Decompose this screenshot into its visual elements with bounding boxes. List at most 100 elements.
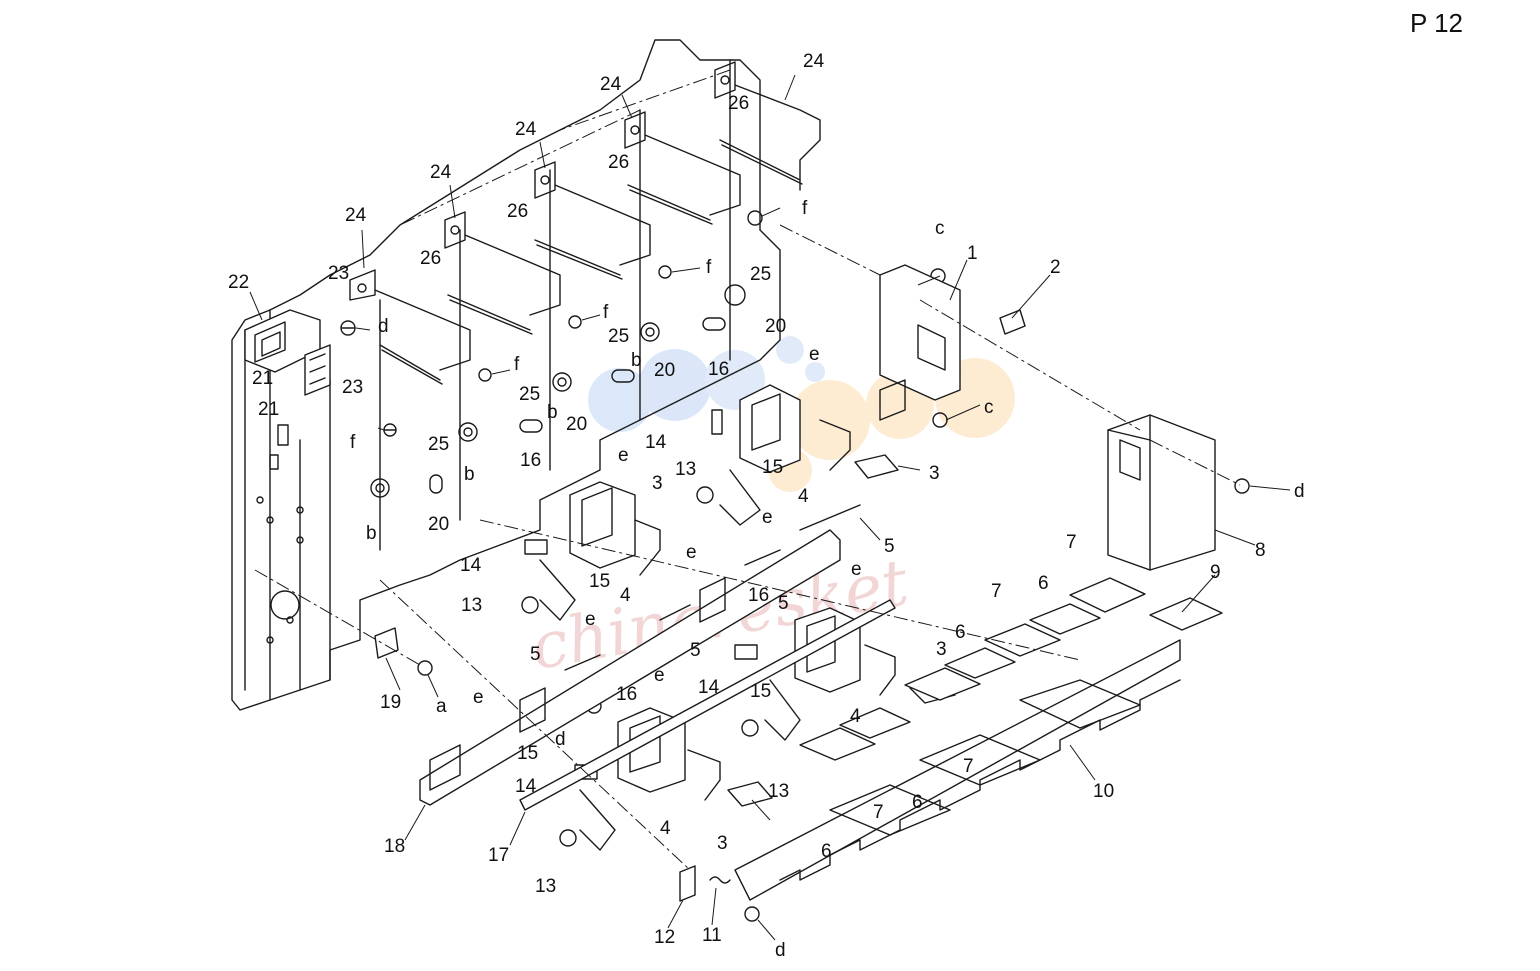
callout-c76: 9 (1210, 562, 1221, 583)
callout-c62: 4 (620, 585, 631, 606)
callout-c68: 5 (530, 644, 541, 665)
duct-assembly (244, 309, 331, 396)
callout-c4: 24 (515, 119, 537, 140)
callout-c55: 13 (768, 781, 789, 802)
callout-c41: e (851, 559, 862, 580)
shafts-5 (564, 504, 861, 671)
toner-unit-1 (696, 384, 899, 526)
callout-c77: 7 (991, 581, 1002, 602)
callout-c71: 1 (967, 243, 978, 264)
callout-c23: 25 (519, 384, 540, 405)
callout-c36: 16 (616, 684, 637, 705)
callout-c27: 20 (566, 414, 587, 435)
callout-c82: 7 (873, 802, 884, 823)
callout-c61: 4 (798, 486, 809, 507)
callout-c14: 21 (252, 368, 273, 389)
callout-c92: d (775, 940, 786, 961)
callout-c2: 24 (600, 74, 622, 95)
callout-c35: 16 (748, 585, 769, 606)
callout-c30: b (547, 402, 558, 423)
callout-c65: 5 (884, 536, 895, 557)
callout-c73: d (1294, 481, 1305, 502)
callout-c11: 23 (328, 263, 349, 284)
callout-c70: c (984, 397, 994, 418)
callout-c52: 15 (517, 743, 538, 764)
callout-c19: f (514, 354, 520, 375)
callout-c46: 14 (460, 555, 482, 576)
toner-unit-2 (521, 481, 661, 621)
left-frame-plate (231, 39, 781, 711)
callout-c29: b (631, 350, 642, 371)
callout-c63: 4 (850, 706, 861, 727)
callout-c66: 5 (778, 593, 789, 614)
callout-c50: 15 (589, 571, 610, 592)
callout-c15: 21 (258, 399, 279, 420)
callout-c3: 26 (728, 93, 749, 114)
callout-c6: 24 (430, 162, 452, 183)
callout-c43: e (473, 687, 484, 708)
callout-c64: 4 (660, 818, 671, 839)
callout-c88: 18 (384, 836, 405, 857)
callout-c87: d (555, 729, 566, 750)
connector-2 (999, 309, 1026, 335)
stay-brackets (349, 61, 821, 385)
leader-lines (249, 74, 1291, 941)
callout-c60: 3 (717, 833, 728, 854)
callout-c17: f (706, 257, 712, 278)
callout-c74: 8 (1255, 540, 1266, 561)
callout-c49: 15 (762, 457, 783, 478)
callout-c32: b (366, 523, 377, 544)
callout-c58: 3 (652, 473, 663, 494)
callout-c8: 24 (345, 205, 367, 226)
callout-c39: e (762, 507, 773, 528)
page-number: P 12 (1410, 8, 1464, 38)
pads-6-7 (799, 577, 1223, 761)
callout-c56: 13 (535, 876, 556, 897)
callout-c42: e (585, 609, 596, 630)
callout-c59: 3 (936, 639, 947, 660)
callout-c38: e (618, 445, 629, 466)
callout-c20: f (802, 198, 808, 219)
callout-c33: 16 (708, 359, 729, 380)
callout-c18: f (603, 302, 609, 323)
callout-c45: 14 (645, 432, 667, 453)
callout-c78: 6 (1038, 573, 1049, 594)
callout-c67: 5 (690, 640, 701, 661)
callout-c75: 7 (1066, 532, 1077, 553)
callout-c79: 6 (955, 622, 966, 643)
bottom-tray-10 (734, 639, 1181, 901)
pwb-box-8 (1107, 414, 1216, 571)
callout-c53: 13 (675, 459, 696, 480)
callout-c7: 26 (507, 201, 528, 222)
callout-c80: 7 (963, 756, 974, 777)
callout-c44: e (654, 665, 665, 686)
callout-c22: 25 (608, 326, 629, 347)
callout-c1: 24 (803, 51, 825, 72)
callout-c21: 25 (750, 264, 771, 285)
callout-c31: b (464, 464, 475, 485)
front-rail-18 (419, 529, 841, 806)
rod-17 (519, 599, 896, 811)
callout-c91: 11 (702, 925, 722, 946)
callout-c51: 15 (750, 681, 771, 702)
callout-c54: 13 (461, 595, 482, 616)
callout-c90: 12 (654, 927, 675, 948)
small-parts (374, 627, 731, 902)
callout-c81: 10 (1093, 781, 1114, 802)
callout-c40: e (686, 542, 697, 563)
callout-c47: 14 (698, 677, 720, 698)
callout-c48: 14 (515, 776, 537, 797)
screws-and-bushings (340, 210, 1250, 922)
callout-c83: 6 (912, 792, 923, 813)
callout-c10: 22 (228, 272, 249, 293)
callout-c12: d (378, 316, 389, 337)
callout-c28: 20 (428, 514, 449, 535)
callout-c85: 19 (380, 692, 401, 713)
callout-c26: 20 (654, 360, 675, 381)
callout-c86: a (436, 696, 447, 717)
callout-c57: 3 (929, 463, 940, 484)
callout-c9: 26 (420, 248, 441, 269)
callout-c69: c (935, 218, 945, 239)
alignment-lines (254, 69, 1241, 871)
